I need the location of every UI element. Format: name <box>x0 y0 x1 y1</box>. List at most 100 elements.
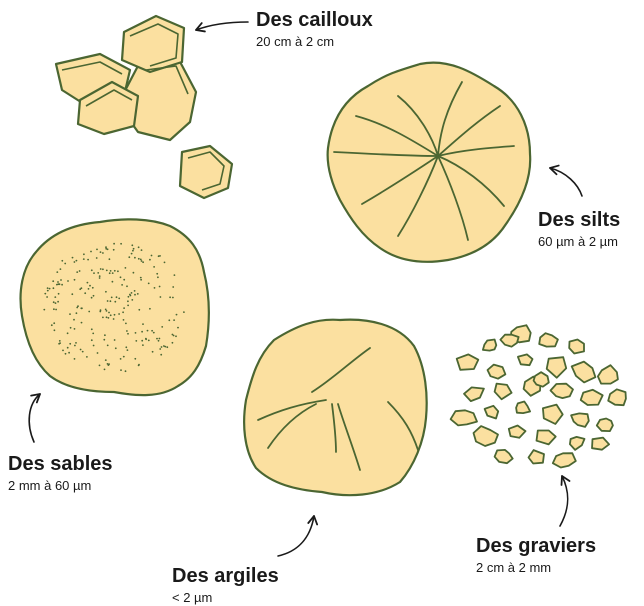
sand-grain <box>149 259 151 261</box>
sand-grain <box>104 369 106 371</box>
sand-grain <box>80 307 82 309</box>
sand-grain <box>99 365 101 367</box>
sand-grain <box>97 272 99 274</box>
sand-grain <box>131 253 133 255</box>
gravel-piece <box>597 419 613 432</box>
sand-grain <box>160 296 162 298</box>
sand-grain <box>141 331 143 333</box>
sand-grain <box>53 308 55 310</box>
sand-grain <box>67 280 69 282</box>
sand-grain <box>58 293 60 295</box>
sand-grain <box>113 318 115 320</box>
sand-grain <box>60 268 62 270</box>
sand-grain <box>120 276 122 278</box>
sand-grain <box>145 338 147 340</box>
sand-grain <box>103 339 105 341</box>
sand-grain <box>156 273 158 275</box>
sand-grain <box>108 317 110 319</box>
sand-grain <box>127 333 129 335</box>
gravel-piece <box>483 340 496 351</box>
label-graviers: Des graviers 2 cm à 2 mm <box>476 534 596 576</box>
sand-grain <box>69 343 71 345</box>
sand-grain <box>89 285 91 287</box>
sand-grain <box>110 300 112 302</box>
sand-grain <box>160 354 162 356</box>
sand-blob <box>21 219 209 395</box>
sand-grain <box>67 347 69 349</box>
sand-grain <box>43 309 45 311</box>
sand-grain <box>56 284 58 286</box>
sand-grain <box>106 270 108 272</box>
argiles-illustration <box>244 320 427 496</box>
label-argiles: Des argiles < 2 µm <box>172 564 279 606</box>
sand-grain <box>92 287 94 289</box>
sand-grain <box>125 346 127 348</box>
sand-grain <box>87 259 89 261</box>
sand-grain <box>93 295 95 297</box>
gravel-piece <box>592 438 609 450</box>
gravel-piece <box>500 335 518 347</box>
sand-grain <box>61 284 63 286</box>
sand-grain <box>123 279 125 281</box>
cailloux-illustration <box>56 16 232 198</box>
gravel-piece <box>539 333 558 346</box>
sand-grain <box>138 365 140 367</box>
sand-grain <box>173 319 175 321</box>
gravel-piece <box>572 362 596 383</box>
sand-grain <box>105 359 107 361</box>
sand-grain <box>159 338 161 340</box>
gravel-piece <box>608 389 626 405</box>
sand-grain <box>91 269 93 271</box>
sand-grain <box>44 293 46 295</box>
sand-grain <box>72 257 74 259</box>
clay-lump <box>244 320 427 496</box>
gravel-piece <box>529 450 545 463</box>
sand-grain <box>75 342 77 344</box>
sand-grain <box>126 285 128 287</box>
sand-grain <box>153 332 155 334</box>
gravel-piece <box>451 410 477 425</box>
gravel-piece <box>485 406 499 419</box>
sand-grain <box>108 312 110 314</box>
sand-grain <box>141 249 143 251</box>
sand-grain <box>151 330 153 332</box>
sand-grain <box>172 342 174 344</box>
sand-grain <box>102 268 104 270</box>
sand-grain <box>93 345 95 347</box>
sand-grain <box>141 260 143 262</box>
arrow-graviers <box>560 476 568 526</box>
sand-grain <box>177 327 179 329</box>
sand-grain <box>120 369 122 371</box>
sand-grain <box>74 345 76 347</box>
sand-grain <box>116 296 118 298</box>
sand-grain <box>125 323 127 325</box>
sand-grain <box>97 352 99 354</box>
gravel-piece <box>509 426 526 438</box>
gravel-piece <box>569 340 584 354</box>
sand-grain <box>59 340 61 342</box>
sand-grain <box>109 258 111 260</box>
gravel-piece <box>488 365 506 379</box>
size-cailloux: 20 cm à 2 cm <box>256 34 373 50</box>
sand-grain <box>79 270 81 272</box>
sables-illustration <box>21 219 209 395</box>
sand-grain <box>74 279 76 281</box>
sand-grain <box>133 248 135 250</box>
sand-grain <box>51 324 53 326</box>
sand-grain <box>157 276 159 278</box>
sand-grain <box>174 274 176 276</box>
sand-grain <box>57 281 59 283</box>
sand-grain <box>175 335 177 337</box>
sand-grain <box>152 351 154 353</box>
sand-grain <box>53 322 55 324</box>
sand-grain <box>125 370 127 372</box>
sand-grain <box>100 309 102 311</box>
sand-grain <box>92 333 94 335</box>
sand-grain <box>122 311 124 313</box>
sand-grain <box>176 314 178 316</box>
sand-grain <box>113 243 115 245</box>
sand-grain <box>57 301 59 303</box>
sand-grain <box>62 350 64 352</box>
sand-grain <box>112 272 114 274</box>
gravel-piece <box>457 354 479 369</box>
